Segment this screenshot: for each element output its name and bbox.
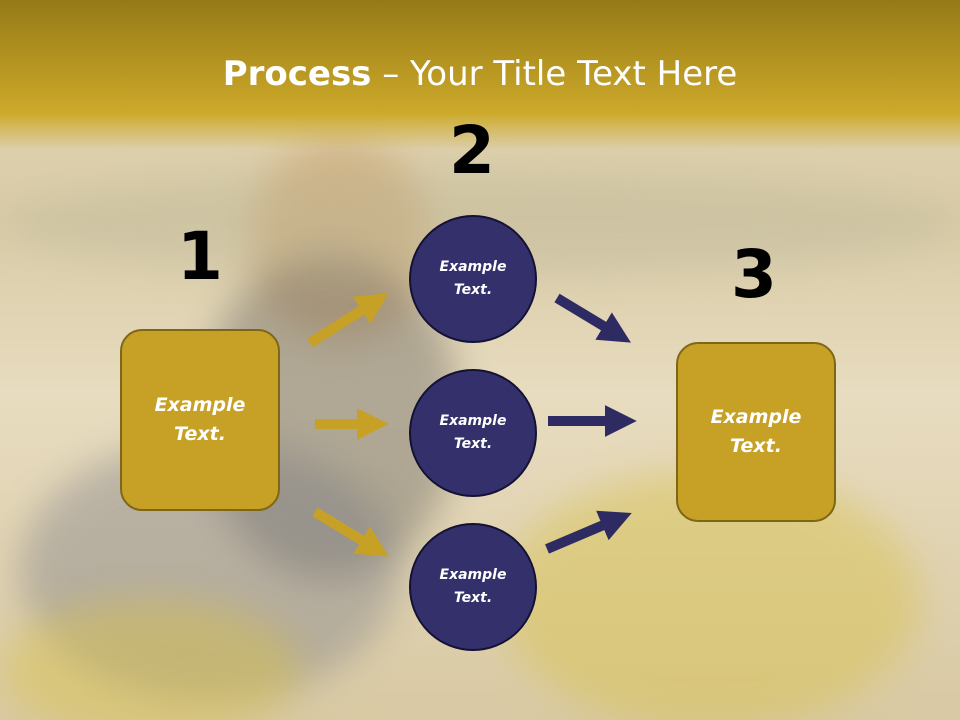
title-bold: Process xyxy=(222,54,372,94)
step-1-box: Example Text. xyxy=(120,329,280,511)
title-band xyxy=(0,0,960,150)
arrow-top-to-right xyxy=(554,293,631,343)
step-number-3: 3 xyxy=(731,236,777,313)
circle-bottom-text: Example Text. xyxy=(439,567,507,606)
arrow-bottom-to-right xyxy=(545,510,632,554)
step-number-2: 2 xyxy=(449,112,495,189)
slide-title: Process – Your Title Text Here xyxy=(0,52,960,96)
arrow-left-to-bottom xyxy=(312,507,389,557)
arrow-left-to-top xyxy=(307,293,389,348)
circle-top-text: Example Text. xyxy=(439,259,507,298)
step-1-text: Example Text. xyxy=(154,394,246,445)
title-rest: – Your Title Text Here xyxy=(371,54,738,94)
step-3-text: Example Text. xyxy=(710,406,802,457)
step-3-box: Example Text. xyxy=(676,342,836,522)
step-2-circle-middle: Example Text. xyxy=(409,369,537,497)
step-2-circle-top: Example Text. xyxy=(409,215,537,343)
circle-middle-text: Example Text. xyxy=(439,413,507,452)
step-number-1: 1 xyxy=(177,218,223,295)
step-2-circle-bottom: Example Text. xyxy=(409,523,537,651)
